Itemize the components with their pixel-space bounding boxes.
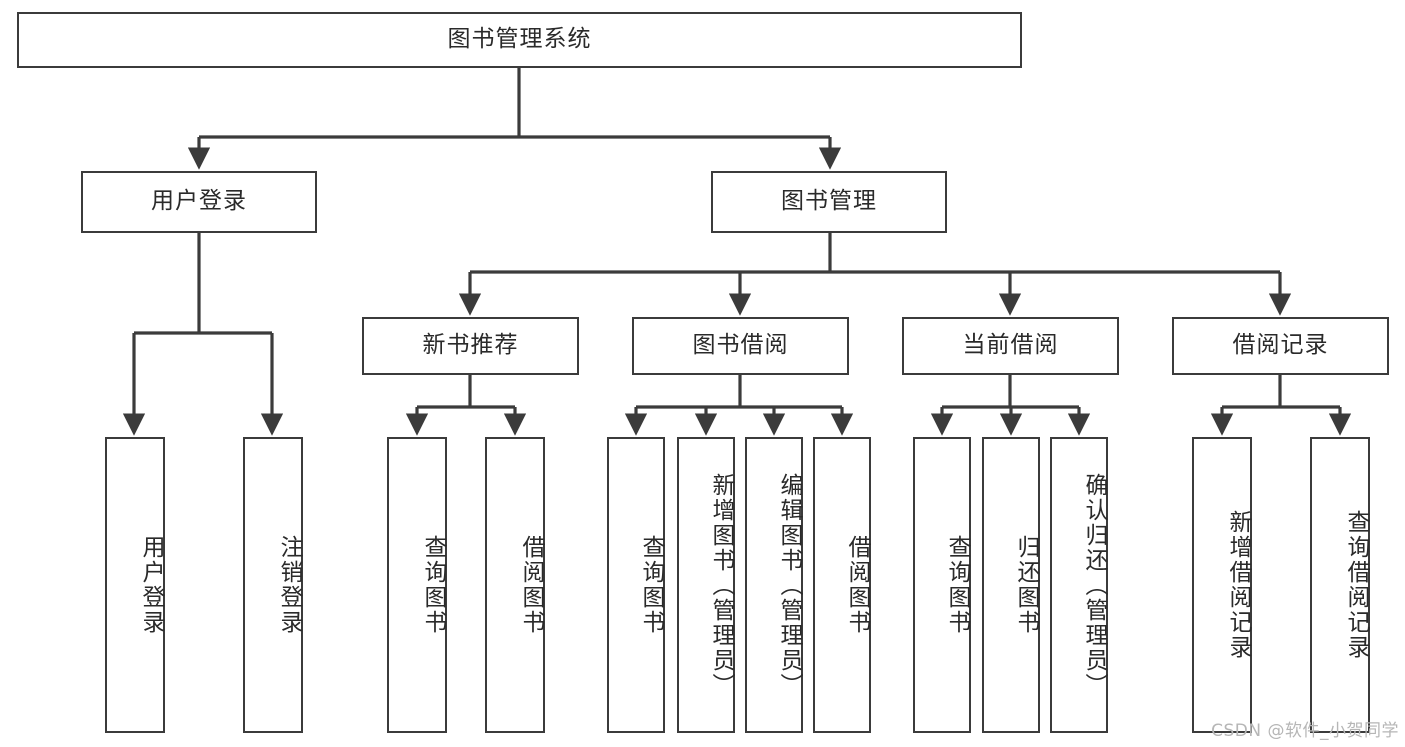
node-leaf-add-record-label: 新增借阅记录 [1225,510,1251,660]
node-leaf-query-record[interactable]: 查询借阅记录 [1310,437,1370,733]
watermark: CSDN @软件_小贺同学 [1211,721,1399,741]
node-leaf-confirm-return-label: 确认归还（管理员） [1081,472,1107,698]
node-book-borrow[interactable]: 图书借阅 [632,317,849,375]
node-leaf-edit-book-label: 编辑图书（管理员） [776,472,802,698]
node-leaf-query-book-2-label: 查询图书 [638,535,664,635]
node-book-manage[interactable]: 图书管理 [711,171,947,233]
node-borrow-record-label: 借阅记录 [1232,332,1329,359]
node-leaf-query-book-1[interactable]: 查询图书 [387,437,447,733]
node-new-book-rec[interactable]: 新书推荐 [362,317,579,375]
node-book-borrow-label: 图书借阅 [692,332,789,359]
node-leaf-user-login-label: 用户登录 [138,535,164,635]
node-leaf-user-logout[interactable]: 注销登录 [243,437,303,733]
node-new-book-rec-label: 新书推荐 [422,332,519,359]
node-current-borrow[interactable]: 当前借阅 [902,317,1119,375]
node-leaf-add-book[interactable]: 新增图书（管理员） [677,437,735,733]
node-leaf-edit-book[interactable]: 编辑图书（管理员） [745,437,803,733]
node-root-label: 图书管理系统 [447,26,592,53]
node-leaf-return-book[interactable]: 归还图书 [982,437,1040,733]
node-leaf-query-book-3[interactable]: 查询图书 [913,437,971,733]
node-leaf-add-book-label: 新增图书（管理员） [708,472,734,698]
node-leaf-borrow-book-1-label: 借阅图书 [518,535,544,635]
node-leaf-borrow-book-2[interactable]: 借阅图书 [813,437,871,733]
node-leaf-add-record[interactable]: 新增借阅记录 [1192,437,1252,733]
node-current-borrow-label: 当前借阅 [962,332,1059,359]
node-leaf-query-book-2[interactable]: 查询图书 [607,437,665,733]
node-user-login[interactable]: 用户登录 [81,171,317,233]
node-user-login-label: 用户登录 [151,188,247,215]
node-leaf-query-book-1-label: 查询图书 [420,535,446,635]
node-leaf-user-logout-label: 注销登录 [276,535,302,635]
node-leaf-confirm-return[interactable]: 确认归还（管理员） [1050,437,1108,733]
node-leaf-query-book-3-label: 查询图书 [944,535,970,635]
node-book-manage-label: 图书管理 [781,188,877,215]
node-borrow-record[interactable]: 借阅记录 [1172,317,1389,375]
node-leaf-user-login[interactable]: 用户登录 [105,437,165,733]
node-root[interactable]: 图书管理系统 [17,12,1022,68]
node-leaf-borrow-book-2-label: 借阅图书 [844,535,870,635]
node-leaf-return-book-label: 归还图书 [1013,535,1039,635]
node-leaf-borrow-book-1[interactable]: 借阅图书 [485,437,545,733]
node-leaf-query-record-label: 查询借阅记录 [1343,510,1369,660]
